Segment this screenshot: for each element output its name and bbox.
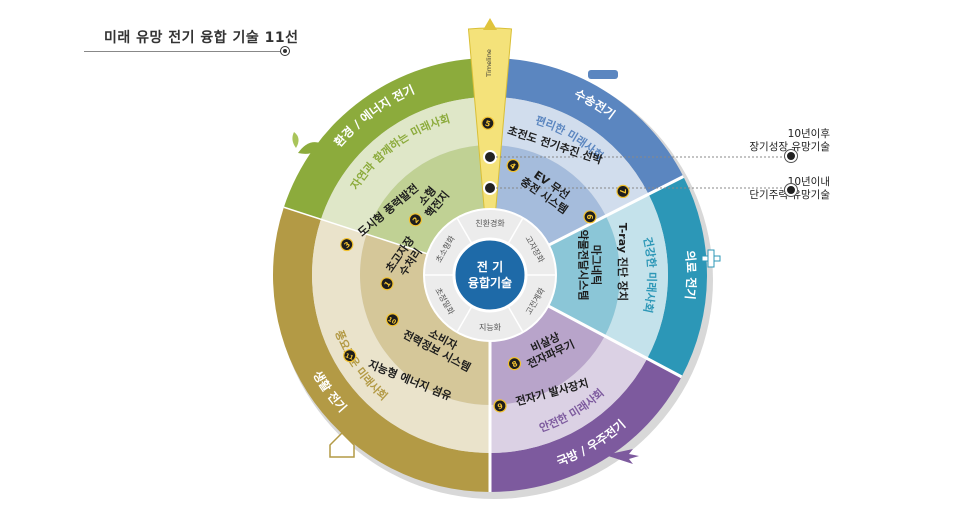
inner-ring-label: 친환경화 <box>475 218 505 228</box>
technology-number-badge-1 <box>380 277 394 291</box>
technology-number-7: 7 <box>618 189 627 194</box>
technology-number-badge-9 <box>493 399 507 413</box>
technology-number-5: 5 <box>484 119 492 129</box>
society-band-transport <box>490 97 649 216</box>
tech-zone-energy <box>366 145 490 255</box>
sector-title-medical: 의료 전기 <box>683 250 699 301</box>
outer-band-medical <box>647 176 707 377</box>
title-underline <box>84 51 282 52</box>
technology-number-2: 2 <box>411 215 421 225</box>
tech-zone-medical <box>548 215 620 337</box>
title-bullet-icon <box>280 46 290 56</box>
outer-band-defense <box>490 358 682 492</box>
outer-band-energy <box>283 58 490 220</box>
technology-number-8: 8 <box>510 359 519 369</box>
timeline-label: Timeline <box>485 49 493 78</box>
legend-short-term-line1: 10년이내 <box>787 176 830 188</box>
technology-number-badge-7 <box>616 184 630 199</box>
society-band-medical <box>604 194 668 359</box>
technology-number-badge-8 <box>507 357 522 371</box>
legend-long-term: 10년이후 장기성장 유망기술 <box>749 128 830 154</box>
society-band-energy <box>320 97 490 235</box>
train-icon <box>588 70 618 79</box>
technology-number-3: 3 <box>342 240 352 250</box>
society-band-defense <box>490 336 648 453</box>
sector-society-medical-path: 건강한 미래사회 <box>641 236 659 315</box>
technology-number-10: 10 <box>386 316 397 326</box>
technology-item-7: T-ray 진단 장치 7 <box>616 184 630 301</box>
technology-number-badge-4 <box>506 158 520 173</box>
inner-ring-divider <box>507 305 524 333</box>
legend-long-term-line2: 장기성장 유망기술 <box>749 141 830 153</box>
center-title-line2: 융합기술 <box>468 275 512 290</box>
technology-number-badge-6 <box>583 210 597 224</box>
technology-label-6: 약물전달시스템 <box>577 230 591 301</box>
technology-number-4: 4 <box>508 161 517 171</box>
inner-ring-divider <box>456 305 473 333</box>
timeline-marker-icon <box>483 150 497 164</box>
tech-zone-life <box>360 234 490 405</box>
plus-icon-v <box>707 249 715 268</box>
jet-icon <box>605 449 639 464</box>
timeline-arrow-icon <box>483 18 497 30</box>
technology-number-badge-2 <box>408 213 423 227</box>
sector-title-medical-path: 의료 전기 <box>683 250 699 301</box>
society-band-life <box>312 219 490 453</box>
center-core <box>452 237 528 313</box>
technology-number-1: 1 <box>382 279 392 288</box>
center-title-line1: 전 기 <box>477 259 503 274</box>
technology-number-6: 6 <box>585 214 594 219</box>
outer-band-transport <box>490 58 684 195</box>
inner-ring-divider <box>456 217 473 245</box>
tech-zone-transport <box>490 145 606 246</box>
legend-long-term-line1: 10년이후 <box>787 128 830 140</box>
inner-ring-label: 지능화 <box>479 323 502 332</box>
technology-label-7: T-ray 진단 장치 <box>616 223 630 301</box>
technology-number-badge-3 <box>340 237 354 252</box>
technology-label-6: 마그네틱 <box>590 245 604 285</box>
technology-number-9: 9 <box>496 401 503 411</box>
sector-society-medical: 건강한 미래사회 <box>641 236 659 315</box>
house-icon <box>329 431 355 458</box>
inner-ring-divider <box>507 217 524 245</box>
timeline-marker-icon <box>483 181 497 195</box>
legend-short-term-marker-icon <box>785 184 797 196</box>
outer-band-life <box>273 207 490 493</box>
leaf-icon-2 <box>292 132 299 148</box>
technology-number-11: 11 <box>344 352 354 362</box>
technology-number-badge-5 <box>481 116 495 130</box>
leaf-icon <box>298 142 320 154</box>
page-title: 미래 유망 전기 융합 기술 11선 <box>104 30 299 46</box>
technology-number-badge-11 <box>343 349 357 363</box>
technology-number-badge-10 <box>385 313 400 327</box>
tech-zone-defense <box>490 305 605 405</box>
legend-long-term-marker-icon <box>785 150 797 162</box>
sector-divider <box>547 304 683 379</box>
